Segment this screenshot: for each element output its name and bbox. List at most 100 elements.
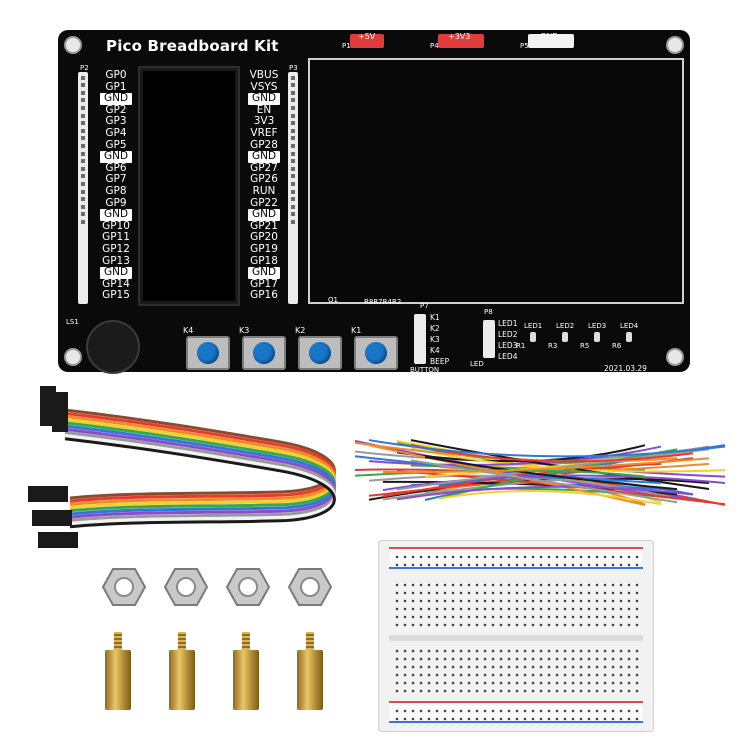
- pin-label-gnd: GND: [248, 93, 280, 105]
- connector-label: +5V: [358, 32, 376, 41]
- connector-housing: [32, 510, 72, 526]
- header-pin: [291, 75, 295, 80]
- button-header-caption: BUTTON: [410, 366, 440, 374]
- connector-housing: [52, 392, 68, 432]
- button-k2[interactable]: [298, 336, 342, 370]
- buzzer: [86, 320, 140, 374]
- jumper-wire: [354, 455, 662, 485]
- hex-nut: [102, 568, 146, 606]
- header-pin: [291, 166, 295, 171]
- jumper-wire: [410, 439, 710, 491]
- pin-label-gp8: GP8: [105, 184, 127, 197]
- header-pin: [291, 136, 295, 141]
- header-pin: [81, 143, 85, 148]
- standoff-body: [297, 650, 323, 710]
- dupont-jumper-ribbon: [28, 386, 336, 548]
- button-cap: [309, 342, 331, 364]
- led-3: [594, 332, 600, 342]
- resistor-label: R5: [580, 342, 590, 350]
- header-pin: [81, 121, 85, 126]
- standoff-thread: [242, 632, 250, 650]
- button-header-labels: K1 K2 K3 K4 BEEP: [430, 312, 449, 367]
- pin-label-vsys: VSYS: [250, 80, 278, 93]
- pin-label-gp9: GP9: [105, 196, 127, 209]
- pin-label-gp13: GP13: [102, 254, 130, 267]
- buzzer-label: LS1: [66, 318, 79, 326]
- header-pin: [81, 189, 85, 194]
- header-pin: [81, 136, 85, 141]
- header-pin: [81, 105, 85, 110]
- button-cap: [197, 342, 219, 364]
- connector-id: P5: [520, 42, 529, 50]
- header-pin: [291, 143, 295, 148]
- rail-line-blue: [389, 567, 643, 569]
- header-label: LED3: [498, 341, 518, 350]
- power-rail-bottom: [389, 701, 643, 723]
- led-1: [530, 332, 536, 342]
- pin-label-gp0: GP0: [105, 69, 127, 81]
- standoff-body: [105, 650, 131, 710]
- pin-label-gp19: GP19: [250, 242, 278, 255]
- pin-label-gp17: GP17: [250, 277, 278, 290]
- header-label: LED2: [498, 330, 518, 339]
- connector-housing: [28, 486, 68, 502]
- button-label-k2: K2: [295, 326, 306, 335]
- pin-label-gp5: GP5: [105, 138, 127, 151]
- standoff-thread: [306, 632, 314, 650]
- right-pin-header: [288, 72, 298, 304]
- brass-standoff: [168, 632, 196, 710]
- header-pin: [81, 90, 85, 95]
- plus3v3-connector: [438, 34, 484, 48]
- mini-breadboard: [378, 540, 654, 732]
- header-pin: [291, 181, 295, 186]
- jumper-wire-bundle: [354, 439, 726, 506]
- pin-label-gnd: GND: [100, 209, 132, 221]
- rail-line-red: [389, 701, 643, 703]
- standoff-thread: [178, 632, 186, 650]
- rail-line-blue: [389, 721, 643, 723]
- pin-label-gnd: GND: [100, 266, 132, 279]
- resistor-label: R1: [516, 342, 526, 350]
- pin-label-gp11: GP11: [102, 231, 130, 244]
- header-pin: [81, 113, 85, 118]
- header-label: K1: [430, 313, 440, 322]
- brass-standoff: [296, 632, 324, 710]
- pin-label-vbus: VBUS: [249, 69, 279, 81]
- board-date: 2021.03.29: [604, 364, 647, 373]
- connector-label: +3V3: [448, 32, 471, 41]
- header-pin: [81, 204, 85, 209]
- led-label: LED4: [620, 322, 639, 330]
- pin-label-gp22: GP22: [250, 196, 278, 209]
- led-header-id: P8: [484, 308, 493, 316]
- button-k3[interactable]: [242, 336, 286, 370]
- pin-label-gnd: GND: [248, 151, 280, 163]
- resistor-label: R6: [612, 342, 622, 350]
- pin-label-en: EN: [256, 103, 272, 116]
- led-header: [483, 320, 495, 358]
- rail-line-red: [389, 547, 643, 549]
- header-pin: [291, 90, 295, 95]
- mounting-hole: [666, 36, 684, 54]
- pin-label-gp6: GP6: [105, 161, 127, 174]
- header-pin: [291, 219, 295, 224]
- pin-label-gp2: GP2: [105, 103, 127, 116]
- header-label: K2: [430, 324, 440, 333]
- pin-label-gnd: GND: [248, 209, 280, 221]
- pin-label-gp4: GP4: [105, 126, 127, 139]
- led-label: LED1: [524, 322, 543, 330]
- button-k1[interactable]: [354, 336, 398, 370]
- connector-id: P4: [430, 42, 439, 50]
- header-pin: [291, 83, 295, 88]
- header-pin: [291, 212, 295, 217]
- header-pin: [291, 174, 295, 179]
- button-k4[interactable]: [186, 336, 230, 370]
- led-4: [626, 332, 632, 342]
- jumper-wire: [438, 490, 662, 506]
- button-label-k1: K1: [351, 326, 362, 335]
- led-2: [562, 332, 568, 342]
- brass-standoff: [232, 632, 260, 710]
- button-label-k3: K3: [239, 326, 250, 335]
- pin-label-run: RUN: [252, 184, 276, 197]
- header-pin: [81, 166, 85, 171]
